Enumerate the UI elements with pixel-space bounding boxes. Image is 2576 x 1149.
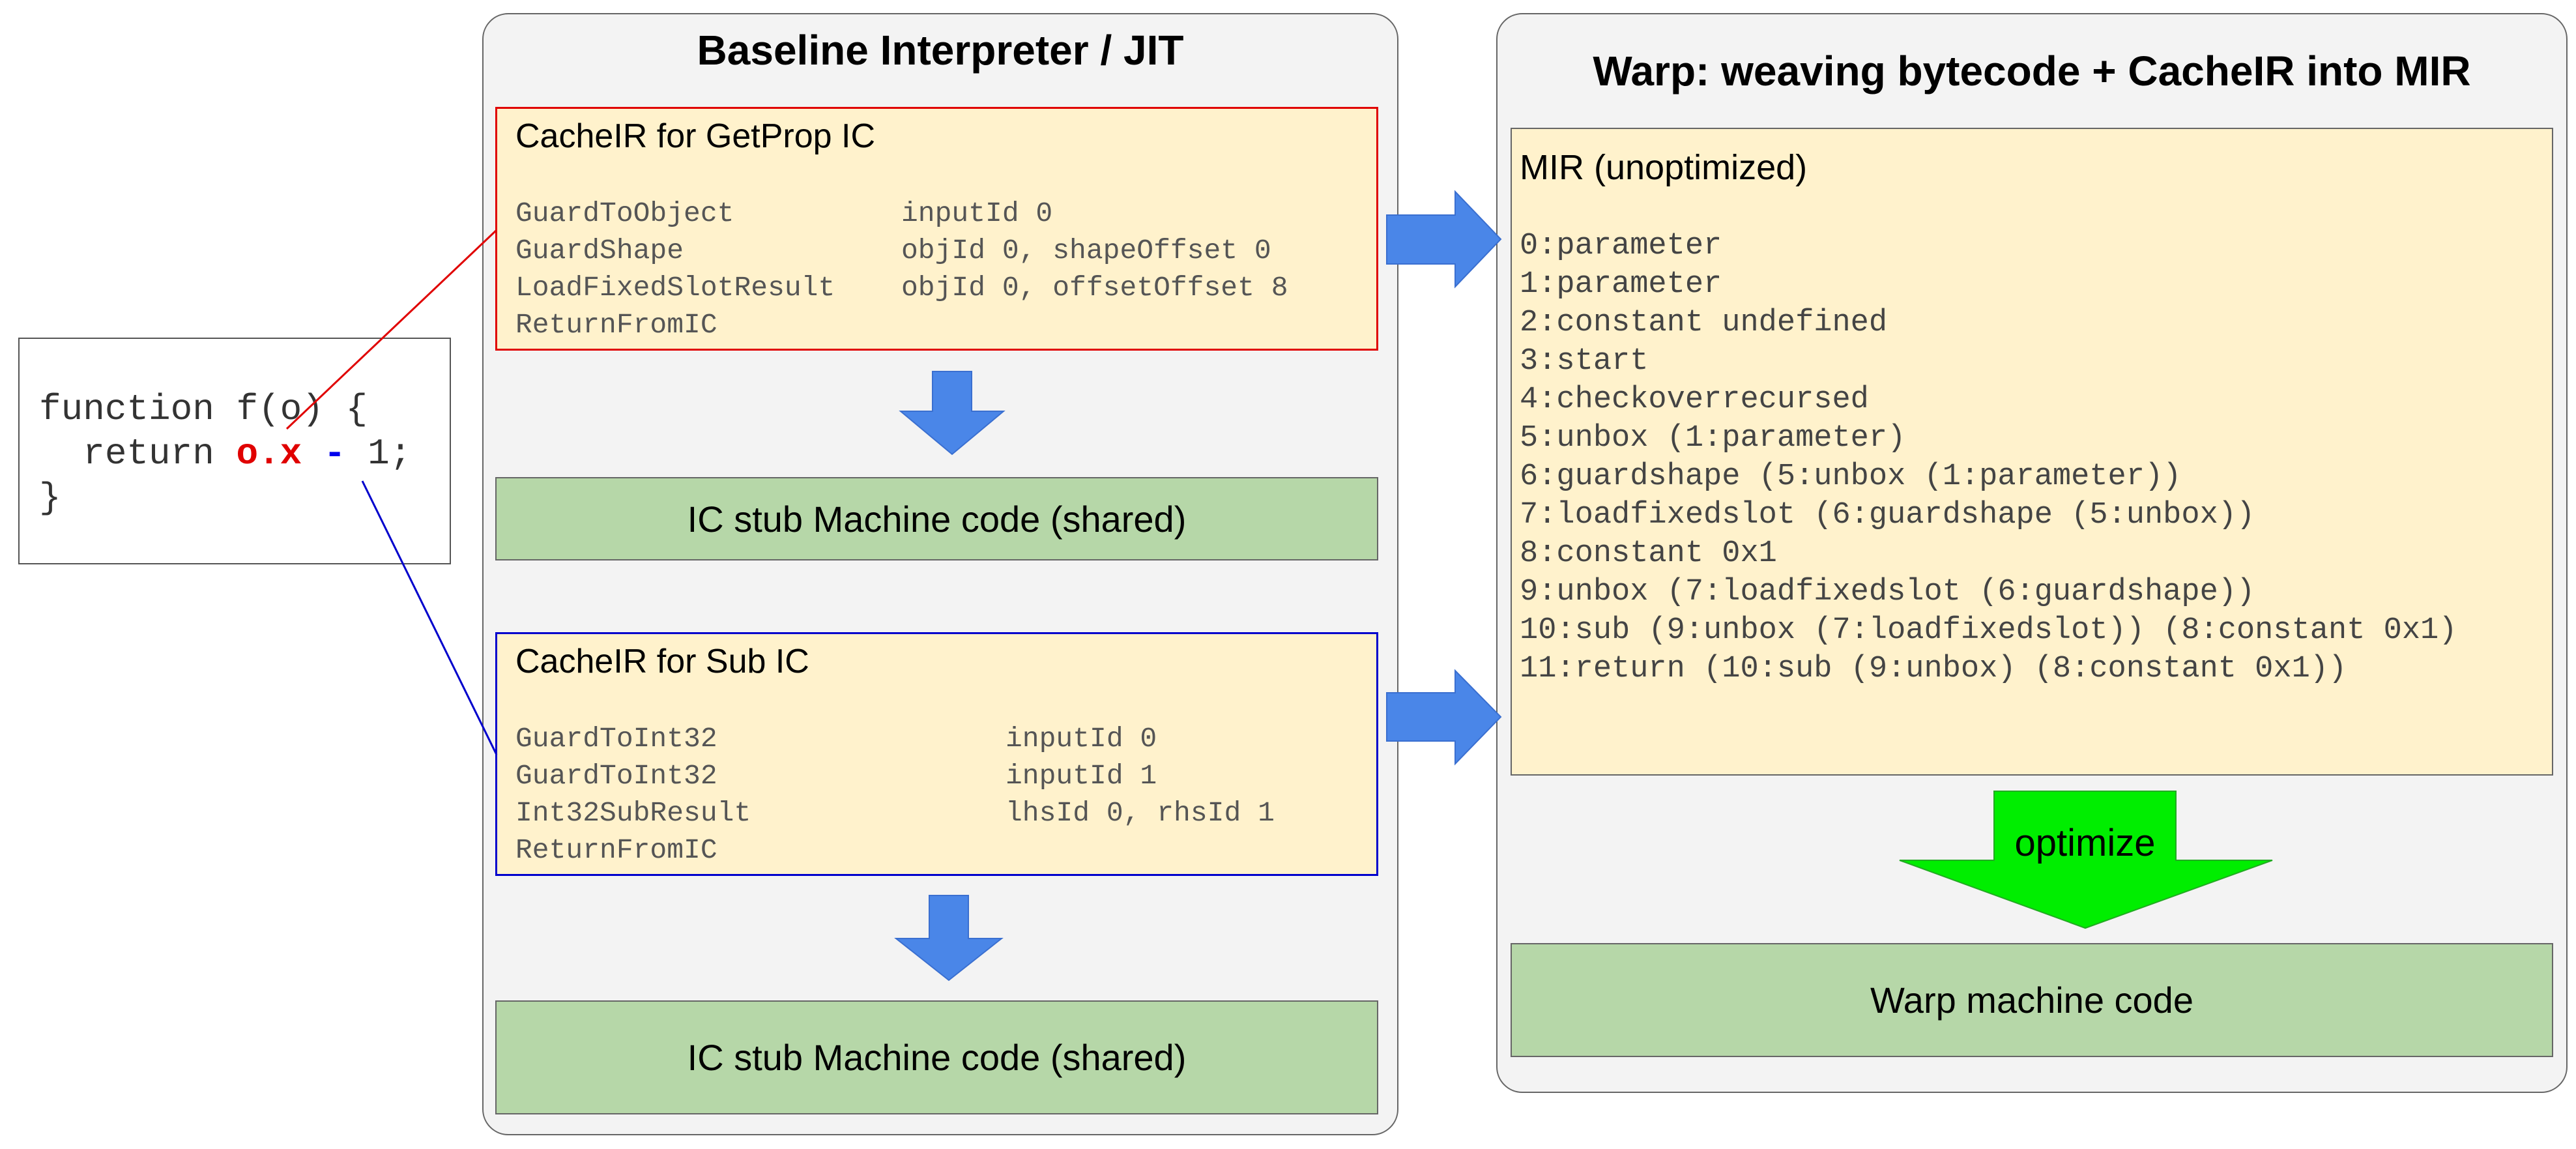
cacheir-op-args: inputId 1 xyxy=(1006,760,1157,792)
source-code-box: function f(o) { return o.x - 1; } xyxy=(18,338,451,564)
warp-panel-title: Warp: weaving bytecode + CacheIR into MI… xyxy=(1593,48,2471,95)
sub-op-list: GuardToInt32 inputId 0 GuardToInt32 inputI… xyxy=(515,720,1376,869)
code-return-prefix: return xyxy=(39,433,237,474)
cacheir-op-row: GuardToObject inputId 0 xyxy=(515,195,1376,232)
cacheir-op-row: ReturnFromIC xyxy=(515,832,1376,869)
sub-cacheir-title: CacheIR for Sub IC xyxy=(515,643,809,680)
mir-line: 5:unbox (1:parameter) xyxy=(1520,421,1906,456)
cacheir-op-args: inputId 0 xyxy=(901,197,1053,229)
cacheir-op-args: inputId 0 xyxy=(1006,723,1157,755)
cacheir-op-name: ReturnFromIC xyxy=(515,834,717,866)
code-subtract-operator: - xyxy=(302,433,368,474)
code-property-access: o.x xyxy=(236,433,302,474)
mir-line: 4:checkoverrecursed xyxy=(1520,383,1869,417)
cacheir-op-row: LoadFixedSlotResult objId 0, offsetOffset… xyxy=(515,269,1376,306)
ic-stub-machine-code-1: IC stub Machine code (shared) xyxy=(495,477,1378,560)
code-line-2: return o.x - 1; xyxy=(39,431,450,476)
cacheir-op-row: GuardShape objId 0, shapeOffset 0 xyxy=(515,232,1376,269)
sub-connector-line xyxy=(361,480,498,755)
cacheir-op-name: GuardToInt32 xyxy=(515,723,717,755)
cacheir-op-row: GuardToInt32 inputId 1 xyxy=(515,757,1376,794)
getprop-cacheir-box: CacheIR for GetProp IC GuardToObject inpu… xyxy=(495,107,1378,351)
mir-line: 7:loadfixedslot (6:guardshape (5:unbox)) xyxy=(1520,498,2255,532)
cacheir-op-name: GuardToInt32 xyxy=(515,760,717,792)
ic-stub-label-2: IC stub Machine code (shared) xyxy=(687,1037,1187,1078)
down-arrow-2 xyxy=(894,895,1004,982)
optimize-label: optimize xyxy=(2014,822,2156,864)
cacheir-op-args: objId 0, offsetOffset 8 xyxy=(901,272,1288,304)
getprop-cacheir-title: CacheIR for GetProp IC xyxy=(515,117,875,155)
cacheir-op-name: LoadFixedSlotResult xyxy=(515,272,835,304)
mir-instruction-list: 0:parameter 1:parameter 2:constant undef… xyxy=(1520,227,2552,688)
code-line-3: } xyxy=(39,477,61,519)
cacheir-op-name: ReturnFromIC xyxy=(515,309,717,341)
mir-line: 6:guardshape (5:unbox (1:parameter)) xyxy=(1520,459,2182,494)
right-arrow-1 xyxy=(1386,190,1502,289)
cacheir-op-args: lhsId 0, rhsId 1 xyxy=(1006,797,1275,829)
cacheir-op-name: GuardToObject xyxy=(515,197,734,229)
mir-title: MIR (unoptimized) xyxy=(1520,148,1808,187)
mir-line: 3:start xyxy=(1520,344,1649,379)
optimize-arrow xyxy=(1899,791,2273,929)
cacheir-op-row: ReturnFromIC xyxy=(515,306,1376,343)
mir-line: 0:parameter xyxy=(1520,229,1722,263)
mir-line: 9:unbox (7:loadfixedslot (6:guardshape)) xyxy=(1520,575,2255,609)
sub-cacheir-box: CacheIR for Sub IC GuardToInt32 inputId 0… xyxy=(495,632,1378,876)
cacheir-op-name: GuardShape xyxy=(515,235,684,267)
ic-stub-machine-code-2: IC stub Machine code (shared) xyxy=(495,1000,1378,1114)
ic-stub-label-1: IC stub Machine code (shared) xyxy=(687,498,1187,540)
mir-box: MIR (unoptimized) 0:parameter 1:paramete… xyxy=(1511,128,2553,776)
cacheir-op-row: GuardToInt32 inputId 0 xyxy=(515,720,1376,757)
mir-line: 8:constant 0x1 xyxy=(1520,536,1777,571)
code-operand: 1; xyxy=(368,433,412,474)
down-arrow-1 xyxy=(899,371,1006,456)
cacheir-op-args: objId 0, shapeOffset 0 xyxy=(901,235,1271,267)
baseline-panel-title: Baseline Interpreter / JIT xyxy=(697,27,1184,74)
code-line-1: function f(o) { xyxy=(39,388,368,430)
right-arrow-2 xyxy=(1386,669,1502,766)
mir-line: 2:constant undefined xyxy=(1520,306,1888,340)
mir-line: 1:parameter xyxy=(1520,267,1722,302)
getprop-op-list: GuardToObject inputId 0 GuardShape objId 0… xyxy=(515,195,1376,343)
warp-machine-code-label: Warp machine code xyxy=(1870,980,2193,1021)
warp-machine-code-box: Warp machine code xyxy=(1511,943,2553,1057)
mir-line: 11:return (10:sub (9:unbox) (8:constant … xyxy=(1520,652,2347,686)
cacheir-op-name: Int32SubResult xyxy=(515,797,751,829)
getprop-connector-line xyxy=(285,229,498,430)
cacheir-op-row: Int32SubResult lhsId 0, rhsId 1 xyxy=(515,794,1376,832)
mir-line: 10:sub (9:unbox (7:loadfixedslot)) (8:co… xyxy=(1520,613,2457,648)
